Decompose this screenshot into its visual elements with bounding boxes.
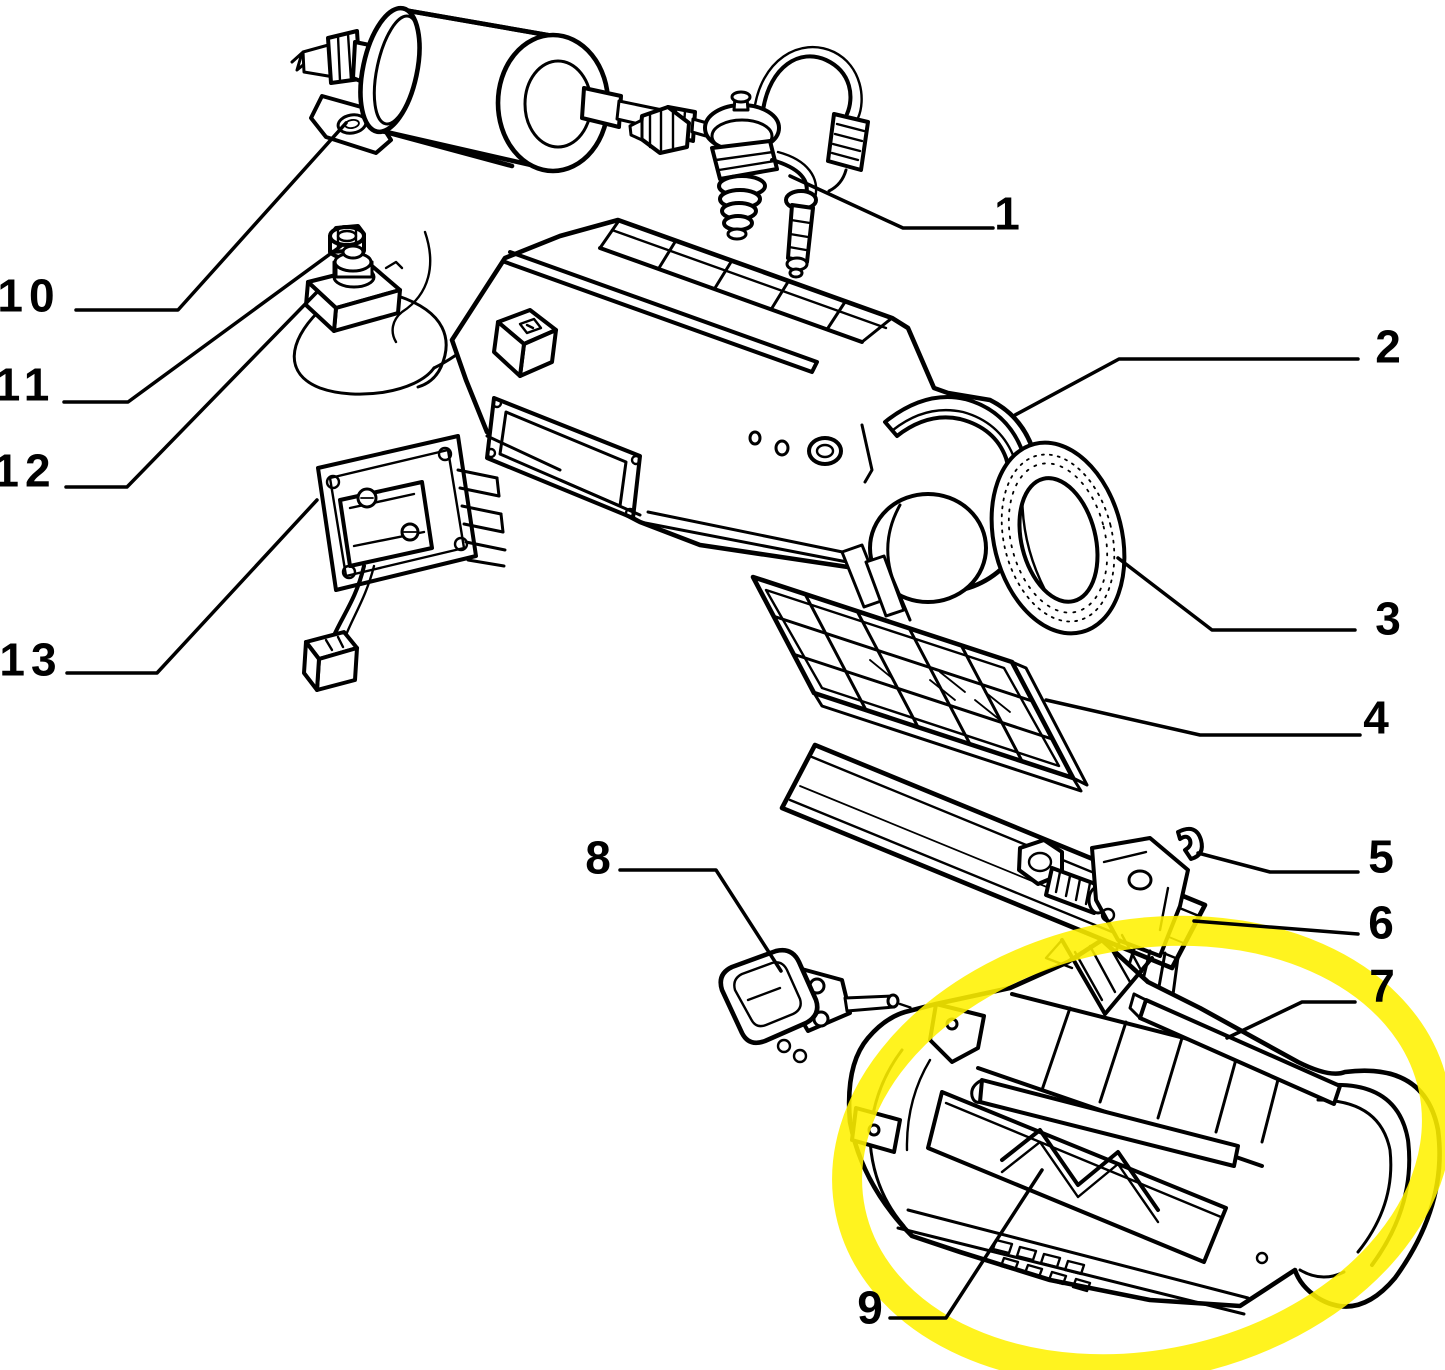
flap-pivot-bar: [978, 1078, 1240, 1168]
leader-line-13: [65, 498, 319, 675]
leader-line-9: [888, 1168, 1044, 1320]
leader-line-3: [1116, 556, 1357, 632]
callout-number-1: 1: [994, 188, 1026, 240]
expansion-valve: [628, 46, 870, 279]
callout-lower-housing-highlighted: 9: [857, 1168, 1044, 1334]
callout-receiver-drier: 10: [0, 121, 348, 322]
callout-number-4: 4: [1363, 692, 1395, 744]
callout-number-5: 5: [1368, 831, 1400, 883]
callout-number-3: 3: [1375, 593, 1407, 645]
callout-number-2: 2: [1375, 321, 1407, 373]
callout-sealing-ring: 3: [1116, 556, 1407, 645]
leader-line-2: [1013, 357, 1360, 417]
highlight-marker: [832, 915, 1445, 1370]
lower-housing-rail: [1138, 998, 1342, 1106]
retaining-clip: [1176, 826, 1204, 861]
filter-grille: [750, 574, 1089, 793]
actuator-valve: [718, 947, 1074, 1064]
leader-line-11: [62, 244, 343, 404]
callout-number-10: 10: [0, 270, 61, 322]
actuator-shaft: [843, 994, 896, 1013]
callout-mounting-nut: 11: [0, 244, 343, 411]
line-art: [290, 5, 1442, 1316]
evaporator-core: [779, 742, 1208, 1004]
drier-spigot: [580, 86, 623, 129]
callout-actuator-valve: 8: [585, 832, 783, 973]
leader-line-4: [1044, 698, 1362, 737]
lower-housing: [846, 933, 1442, 1316]
callout-blower-resistor: 13: [0, 498, 319, 686]
pressure-switch: [292, 230, 492, 396]
callout-number-9: 9: [857, 1282, 889, 1334]
valve-hose-crimp: [826, 112, 870, 172]
callout-filter-grille: 4: [1044, 692, 1395, 744]
callout-expansion-valve: 1: [788, 174, 1026, 240]
callout-number-8: 8: [585, 832, 617, 884]
callout-lower-housing-rail: 7: [1225, 960, 1401, 1040]
vent-slots: [991, 1238, 1092, 1293]
callout-number-11: 11: [0, 359, 55, 411]
callout-number-7: 7: [1369, 960, 1401, 1012]
leader-line-1: [788, 174, 995, 230]
callout-number-6: 6: [1368, 897, 1400, 949]
leader-line-8: [618, 868, 783, 973]
blower-resistor: [302, 434, 507, 692]
callout-duct-collar: 2: [1013, 321, 1407, 417]
emblem-boss: [492, 320, 526, 378]
callout-core-pipe-fitting: 6: [1192, 897, 1400, 949]
callout-number-12: 12: [0, 445, 57, 497]
leader-line-5: [1196, 851, 1360, 874]
callout-retaining-clip: 5: [1196, 831, 1400, 883]
duct-opening: [868, 492, 988, 604]
callout-number-13: 13: [0, 634, 63, 686]
upper-housing: [449, 217, 1041, 622]
leader-line-12: [64, 290, 319, 489]
leader-line-6: [1192, 919, 1360, 936]
leader-line-10: [74, 121, 348, 312]
callout-pressure-switch: 12: [0, 290, 319, 497]
leader-line-7: [1225, 1000, 1357, 1040]
sealing-ring: [989, 440, 1127, 636]
receiver-drier: [290, 5, 709, 174]
